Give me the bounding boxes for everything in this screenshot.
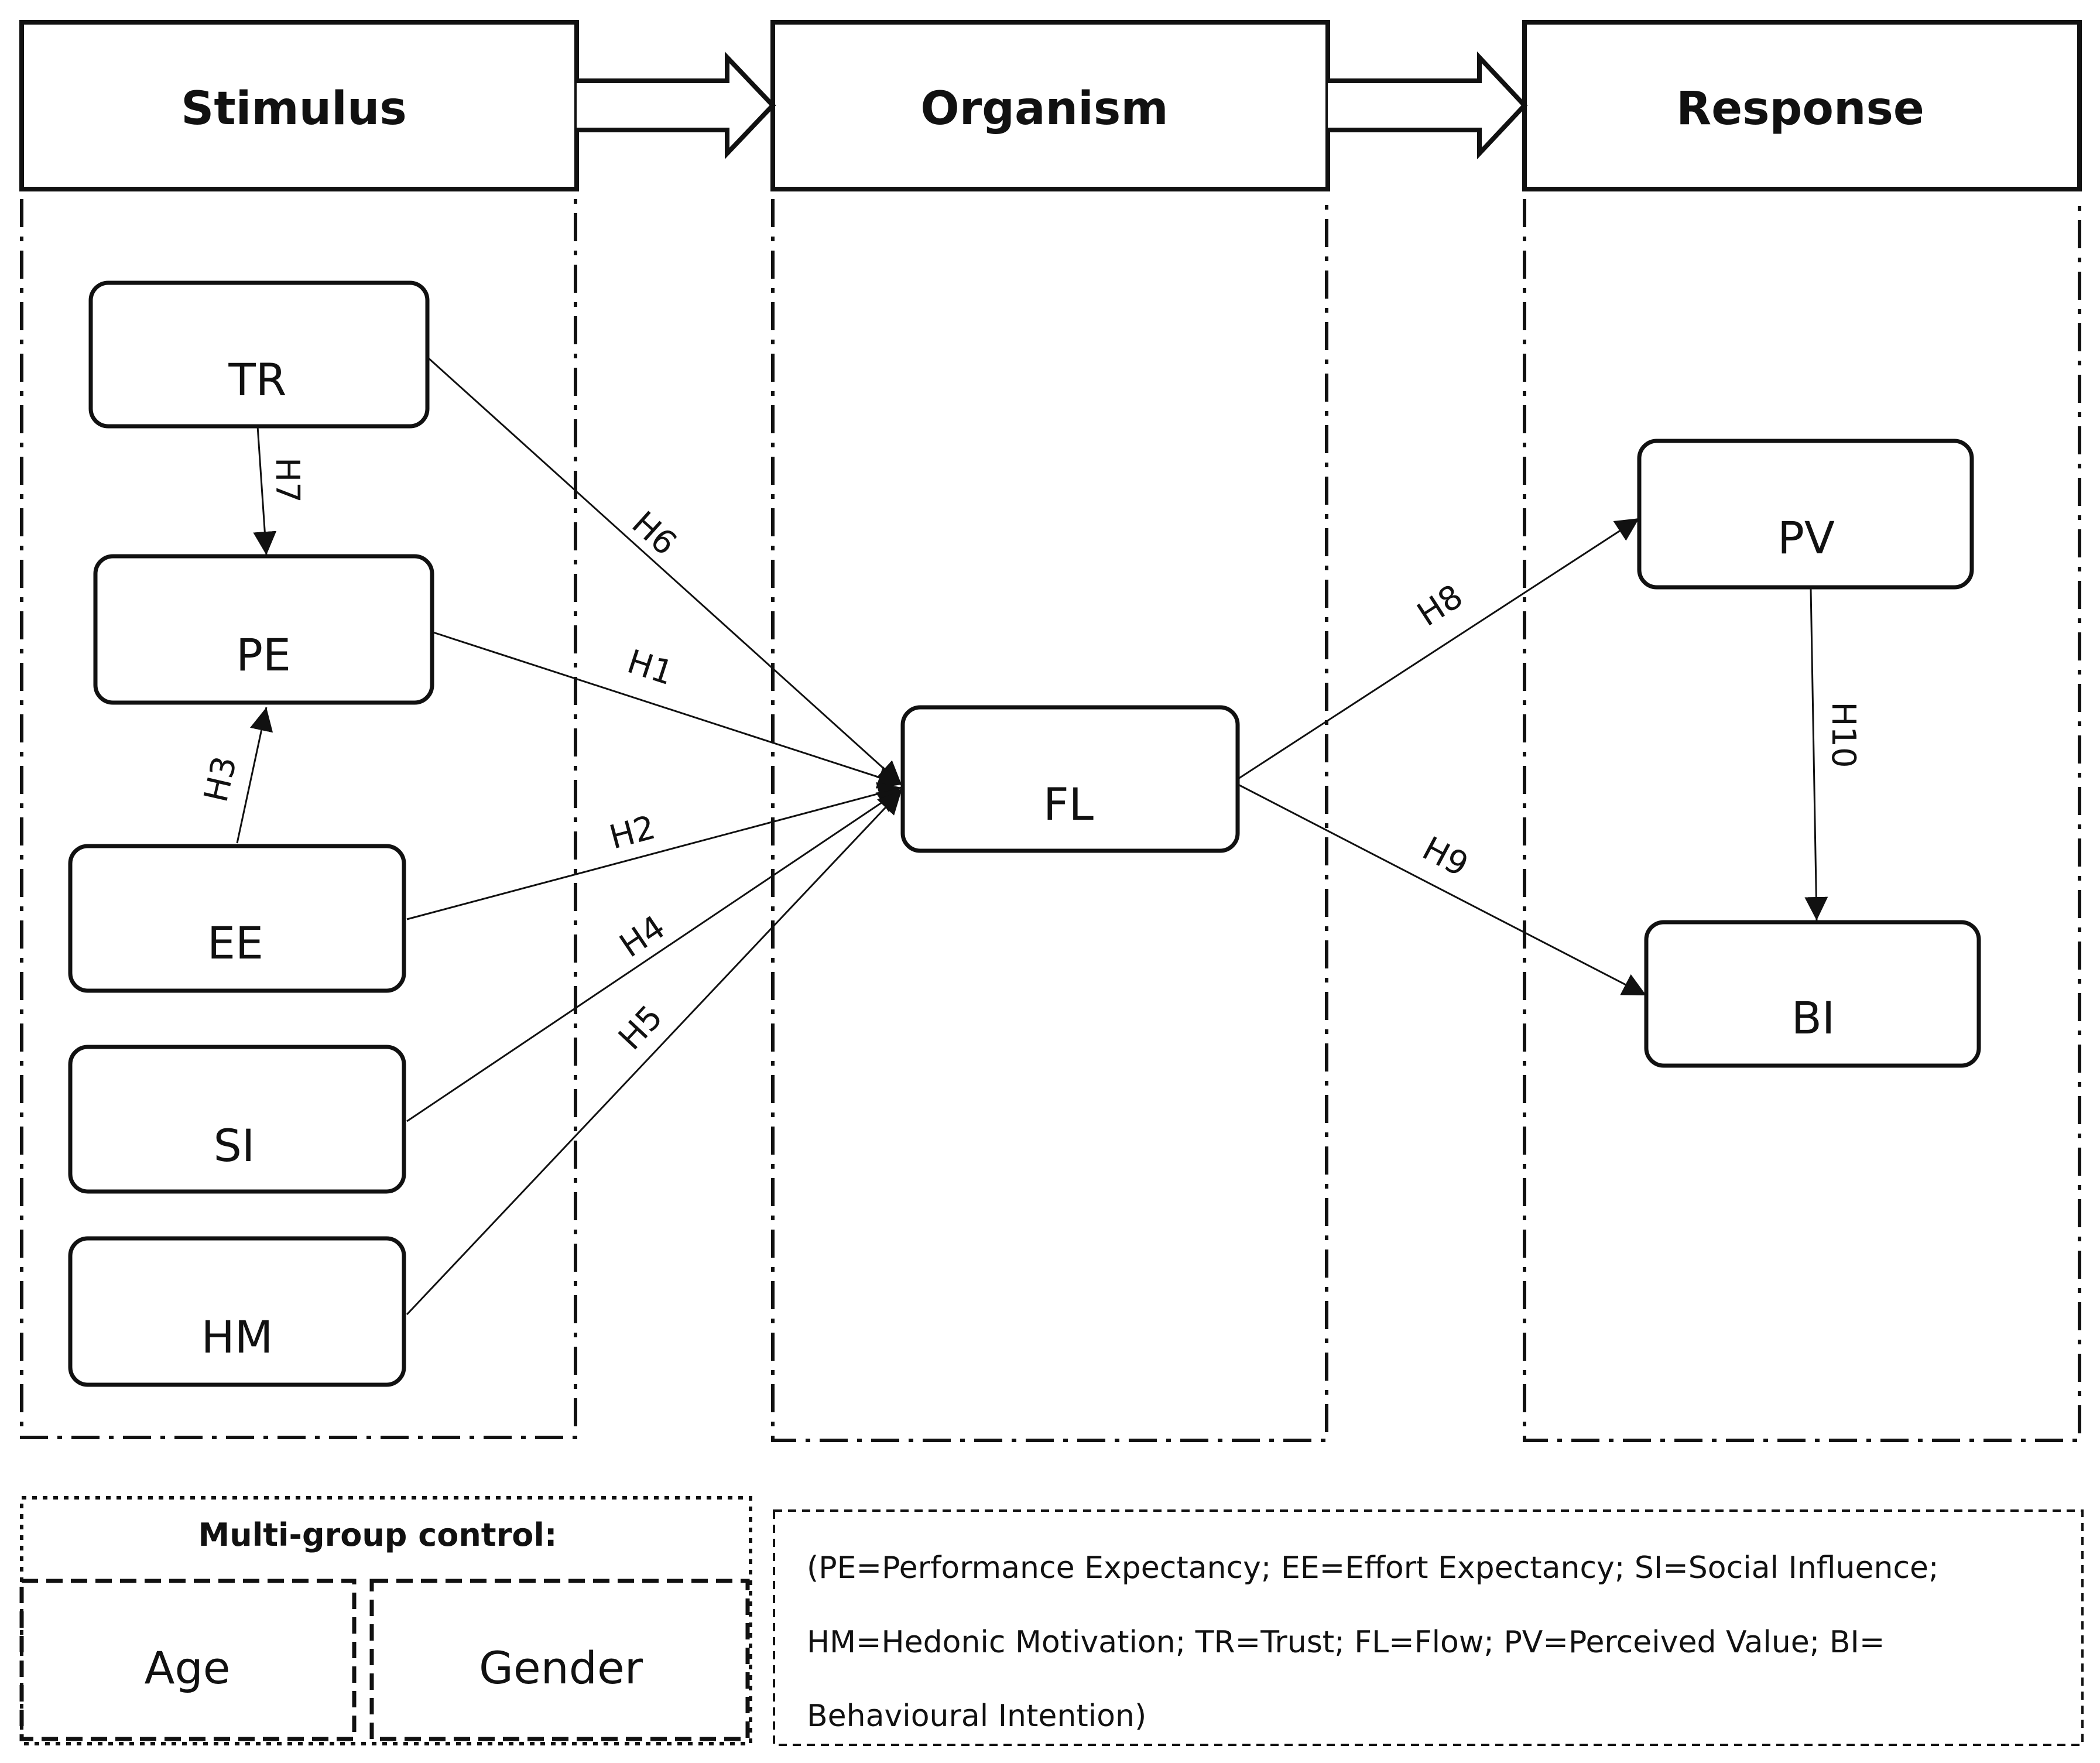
stage-response-region	[1523, 199, 2081, 1442]
node-si: SI	[68, 1045, 406, 1194]
stage-organism-region	[771, 199, 1328, 1442]
hyp-label-h3: H3	[197, 753, 245, 806]
hyp-label-h1: H1	[623, 642, 678, 693]
path-h7	[253, 426, 277, 556]
stage-arrow-2	[1328, 51, 1528, 160]
multigroup-title: Multi-group control:	[198, 1516, 557, 1553]
node-ee: EE	[68, 844, 406, 993]
path-h8	[1238, 517, 1640, 780]
group-age-label: Age	[145, 1642, 231, 1694]
node-bi-label: BI	[1791, 992, 1835, 1044]
node-tr-label: TR	[228, 354, 286, 406]
path-h5	[406, 789, 903, 1316]
node-pe-label: PE	[236, 629, 291, 681]
path-h10	[1804, 588, 1828, 921]
hyp-label-h5: H5	[611, 998, 670, 1057]
node-pv-label: PV	[1777, 512, 1835, 564]
path-h4	[406, 788, 902, 1122]
stage-response-header: Response	[1522, 20, 2082, 191]
hyp-label-h10: H10	[1824, 701, 1862, 768]
node-ee-label: EE	[207, 917, 263, 969]
node-hm: HM	[68, 1236, 406, 1387]
hyp-label-h4: H4	[613, 908, 672, 965]
group-gender-label: Gender	[479, 1642, 643, 1694]
stage-organism-header: Organism	[770, 20, 1330, 191]
hyp-label-h6: H6	[625, 504, 684, 563]
hyp-label-h7: H7	[268, 457, 306, 503]
stage-stimulus-label: Stimulus	[181, 83, 407, 135]
multigroup-control: Multi-group control: Age Gender	[19, 1496, 752, 1745]
stage-organism-label: Organism	[920, 83, 1168, 135]
stage-stimulus-region	[20, 199, 577, 1439]
node-tr: TR	[88, 280, 430, 429]
hyp-label-h2: H2	[605, 809, 659, 857]
path-h9	[1238, 783, 1647, 997]
legend-line-2: HM=Hedonic Motivation; TR=Trust; FL=Flow…	[807, 1625, 1885, 1660]
node-pv: PV	[1637, 439, 1974, 590]
node-fl: FL	[900, 705, 1240, 853]
abbreviation-legend: (PE=Performance Expectancy; EE=Effort Ex…	[773, 1509, 2084, 1746]
hyp-label-h8: H8	[1411, 577, 1470, 634]
group-gender-box	[369, 1579, 750, 1741]
path-h2	[406, 782, 902, 920]
stage-response-label: Response	[1676, 83, 1924, 135]
path-h3	[236, 707, 273, 844]
stage-arrow-1	[577, 51, 776, 160]
node-bi: BI	[1644, 920, 1981, 1068]
stage-stimulus-header: Stimulus	[19, 20, 579, 191]
legend-line-1: (PE=Performance Expectancy; EE=Effort Ex…	[807, 1550, 1939, 1586]
node-si-label: SI	[214, 1120, 255, 1172]
legend-line-3: Behavioural Intention)	[807, 1699, 1146, 1734]
path-h6	[426, 356, 903, 786]
node-pe: PE	[93, 554, 434, 705]
node-hm-label: HM	[201, 1311, 273, 1363]
node-fl-label: FL	[1043, 778, 1094, 830]
path-h1	[433, 631, 902, 789]
hyp-label-h9: H9	[1416, 830, 1474, 885]
